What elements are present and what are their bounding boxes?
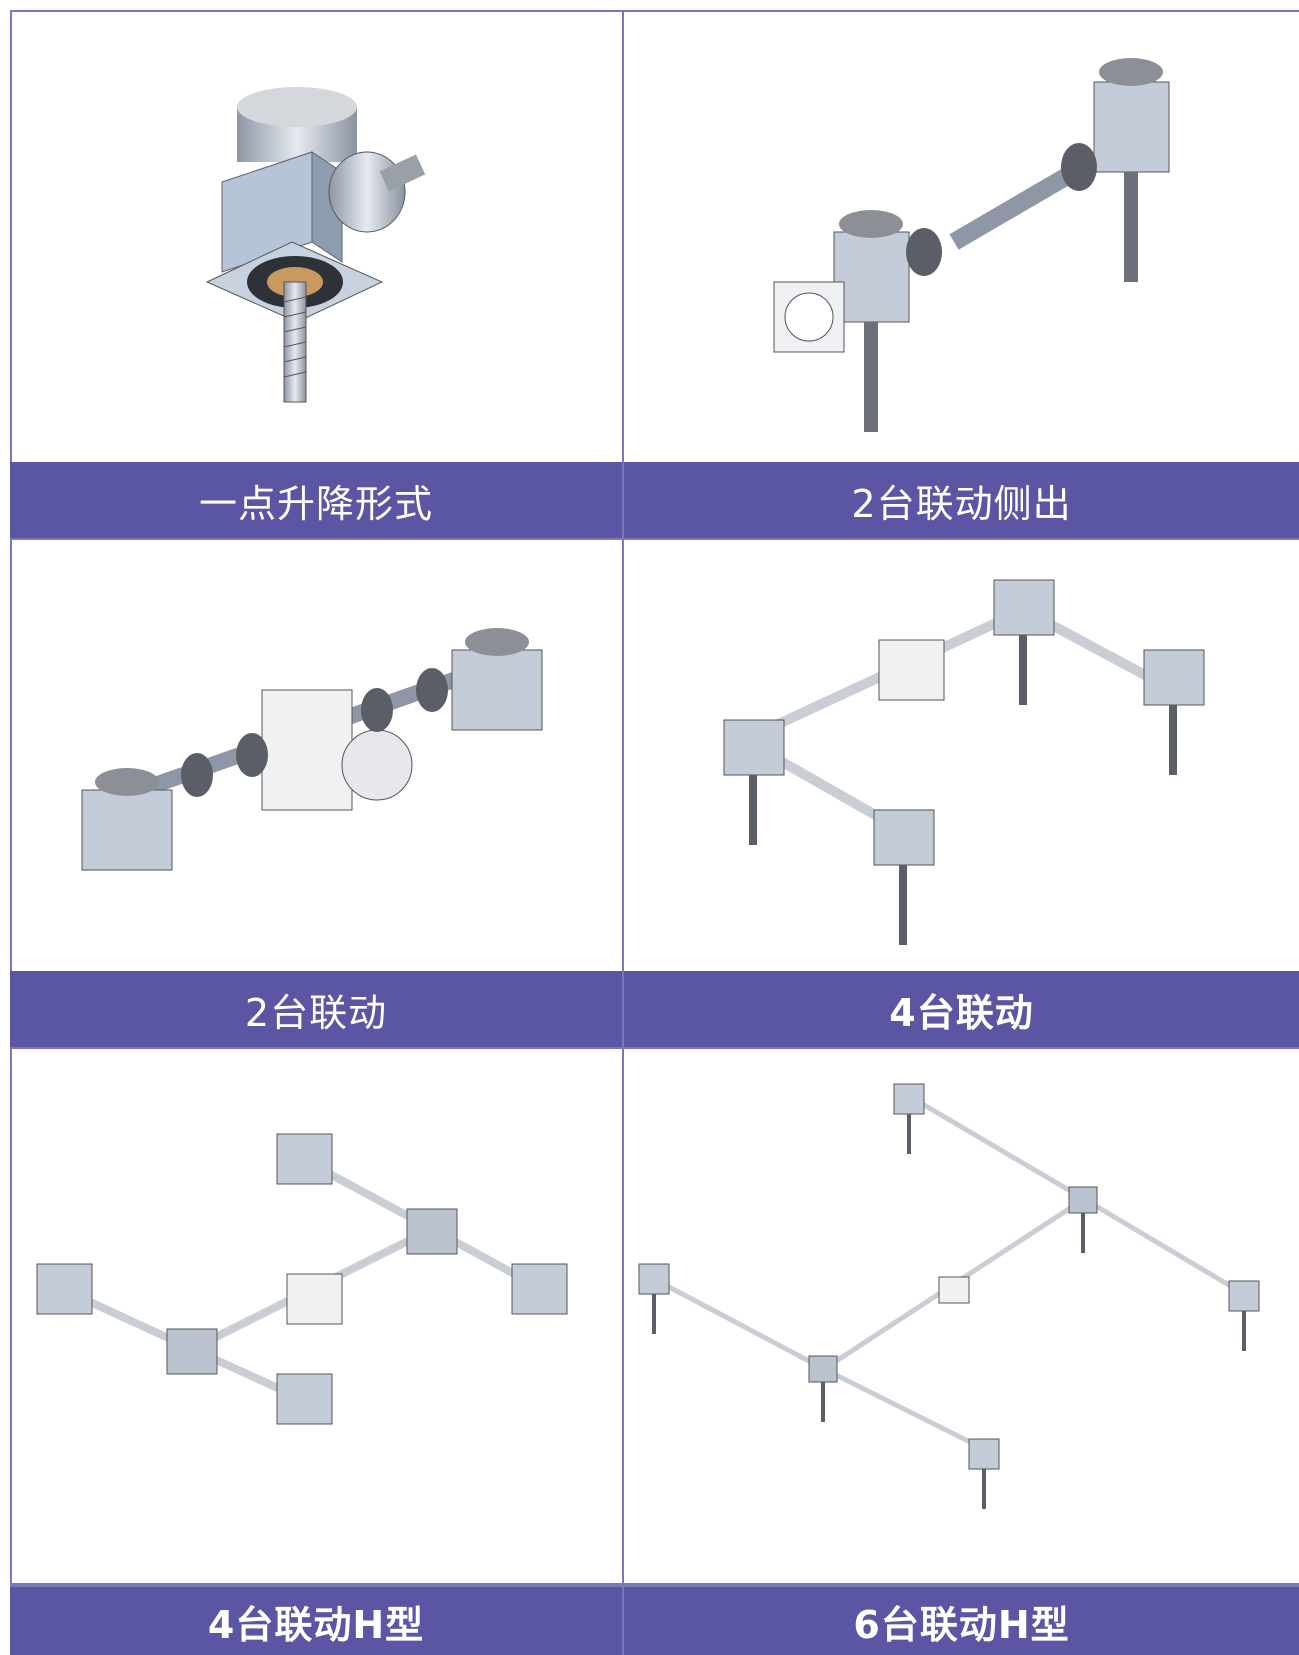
image-cell-four-jacks-h [10,1047,622,1583]
two-jacks-linked-icon [81,628,543,871]
caption-two-jacks-side: 2台联动侧出 [622,462,1299,538]
image-cell-six-jacks-h [622,1047,1299,1583]
caption-single-jack: 一点升降形式 [10,462,622,538]
four-jacks-h-type-icon [36,1133,568,1425]
caption-six-jacks-h: 6台联动H型 [622,1583,1299,1655]
image-cell-two-jacks [10,538,622,971]
caption-two-jacks: 2台联动 [10,971,622,1047]
two-jacks-side-output-icon [773,58,1170,432]
caption-four-jacks: 4台联动 [622,971,1299,1047]
jack-configuration-grid: 一点升降形式 2台联动侧出 [10,10,1299,1655]
six-jacks-h-type-icon [638,1083,1260,1509]
single-screw-jack-icon [205,87,426,403]
caption-four-jacks-h: 4台联动H型 [10,1583,622,1655]
four-jacks-linked-icon [723,579,1205,945]
image-cell-single-jack [10,10,622,462]
image-cell-four-jacks [622,538,1299,971]
image-cell-two-jacks-side [622,10,1299,462]
